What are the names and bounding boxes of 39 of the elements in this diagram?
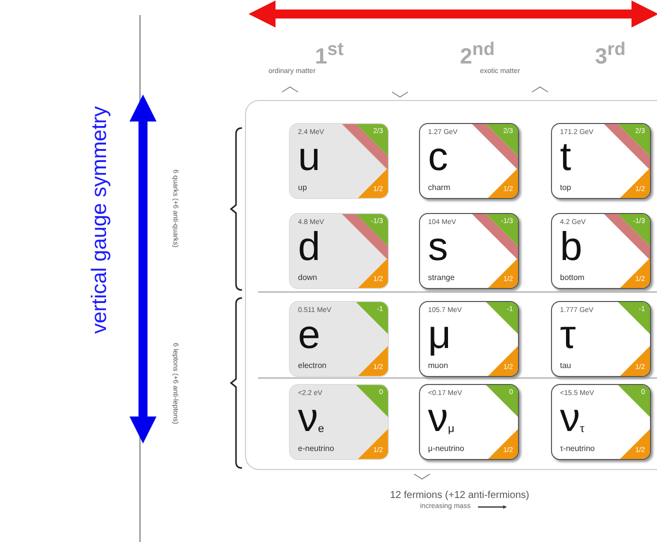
particle-symbol: b bbox=[560, 227, 582, 267]
particle-symbol: τ bbox=[560, 315, 576, 355]
axis-title: vertical gauge symmetry bbox=[88, 105, 112, 336]
particle-name: up bbox=[298, 183, 307, 192]
footer-label: 12 fermions (+12 anti-fermions) bbox=[390, 490, 530, 501]
particle-name: tau bbox=[560, 361, 572, 370]
particle-card bbox=[289, 213, 389, 289]
particle-card bbox=[419, 123, 519, 199]
particle-name: charm bbox=[428, 183, 450, 192]
particle-symbol: c bbox=[428, 137, 448, 177]
particle-name: muon bbox=[428, 361, 448, 370]
particle-symbol: d bbox=[298, 227, 320, 267]
particle-card bbox=[419, 301, 519, 377]
particle-card bbox=[419, 213, 519, 289]
generation-label: 2$^{nd}$ bbox=[460, 38, 495, 68]
generation-label: 1$^{st}$ bbox=[315, 38, 344, 68]
particle-symbol: t bbox=[560, 137, 572, 177]
particle-symbol: s bbox=[428, 227, 448, 267]
particle-name: top bbox=[560, 183, 572, 192]
particle-name: down bbox=[298, 273, 318, 282]
particle-name: bottom bbox=[560, 273, 584, 282]
particle-card bbox=[289, 123, 389, 199]
particle-name: μ-neutrino bbox=[428, 444, 464, 453]
particle-name: strange bbox=[428, 273, 455, 282]
particle-symbol: μ bbox=[428, 315, 452, 355]
particle-card bbox=[289, 384, 389, 460]
particle-card bbox=[419, 384, 519, 460]
particle-name: τ-neutrino bbox=[560, 444, 595, 453]
particle-card bbox=[289, 301, 389, 377]
particle-name: electron bbox=[298, 361, 326, 370]
particle-card bbox=[551, 384, 651, 460]
particle-card bbox=[551, 123, 651, 199]
particle-name: e-neutrino bbox=[298, 444, 334, 453]
particle-symbol: e bbox=[298, 315, 320, 355]
particle-card bbox=[551, 213, 651, 289]
panel bbox=[245, 100, 657, 470]
particle-symbol: u bbox=[298, 137, 320, 177]
particle-card bbox=[551, 301, 651, 377]
generation-label: 3$^{rd}$ bbox=[595, 38, 626, 70]
